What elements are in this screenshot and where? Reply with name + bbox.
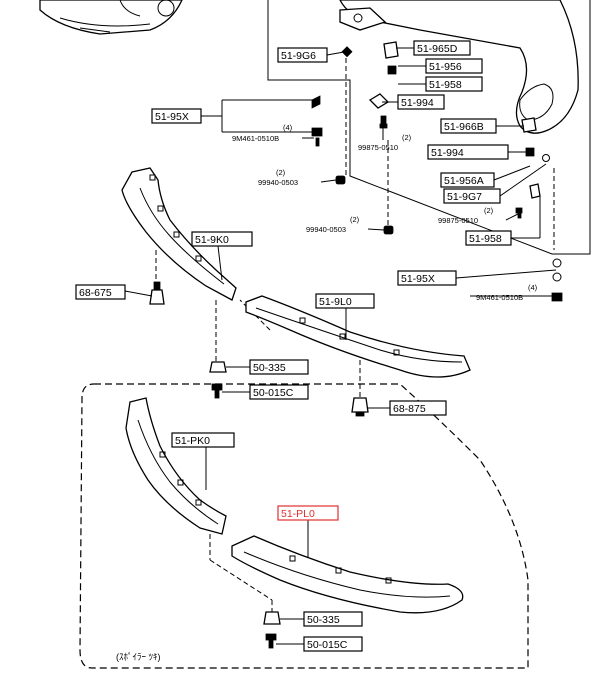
label-text: 51-958 [429,79,462,91]
spoiler-kit-note: (ｽﾎﾟｲﾗｰ ﾂｷ) [116,652,161,662]
spoiler-part-51-pl0 [231,535,464,614]
part-9m461-b: 9M461-0510B [476,293,523,302]
label-text: 51-958 [469,233,502,245]
label-68-875: 68-875 [389,400,447,416]
label-text: 51-PK0 [175,435,210,447]
label-51-994-b: 51-994 [427,144,509,160]
part-99940-b: 99940-0503 [306,225,346,234]
label-text: 51-9L0 [319,296,352,308]
label-51-9g6: 51-9G6 [277,47,328,63]
lip-part-51-9l0 [245,295,471,378]
label-text: 50-015C [307,639,348,651]
label-51-994-a: 51-994 [397,94,445,110]
spoiler-kit-frame [79,383,529,669]
quantity-2-a: (2) [402,133,412,142]
label-50-335-b: 50-335 [303,611,363,627]
quantity-2-d: (2) [350,215,360,224]
label-51-958-top: 51-958 [425,76,483,92]
inset-frame [267,0,591,255]
label-51-pk0: 51-PK0 [171,432,235,448]
quantity-2-c: (2) [484,206,494,215]
leader-lines-middle [124,245,390,409]
label-text: 51-95X [155,111,189,123]
label-50-335-a: 50-335 [249,359,309,375]
rear-spoiler-part [339,0,579,134]
label-51-956a: 51-956A [440,172,495,188]
label-51-965d: 51-965D [413,40,471,56]
label-text: 68-675 [79,287,112,299]
fasteners-top [311,41,563,302]
label-51-pl0-highlighted: 51-PL0 [277,505,339,521]
label-51-9l0: 51-9L0 [315,293,375,309]
label-50-015c-a: 50-015C [249,384,309,400]
label-51-9g7: 51-9G7 [443,188,501,204]
label-text: 51-9G7 [447,191,482,203]
spoiler-part-51-pk0 [125,397,227,535]
leader-lines-top [201,47,557,297]
label-text: 51-95X [401,273,435,285]
label-text: 50-015C [253,387,294,399]
part-99875-a: 99875-0510 [358,143,398,152]
label-51-958-b: 51-958 [465,230,512,246]
label-text: 51-9K0 [195,234,229,246]
leader-lines-bottom [205,446,309,645]
part-99875-b: 99875-0510 [438,216,478,225]
part-99940-a: 99940-0503 [258,178,298,187]
label-51-95x-b: 51-95X [397,270,457,286]
label-text: 51-956 [429,61,462,73]
quantity-4-a: (4) [283,123,293,132]
label-51-95x-a: 51-95X [151,108,202,124]
label-text: 68-875 [393,403,426,415]
lip-part-51-9k0 [121,167,237,301]
label-text: 51-994 [401,97,434,109]
label-text: 50-335 [307,614,340,626]
label-text: 51-9G6 [281,50,316,62]
label-51-9k0: 51-9K0 [191,231,253,247]
label-text: 51-956A [444,175,484,187]
label-51-966b: 51-966B [440,118,497,134]
part-9m461-a: 9M461-0510B [232,134,279,143]
label-text: 51-994 [431,147,464,159]
label-50-015c-b: 50-015C [303,636,363,652]
label-text: 51-965D [417,43,458,55]
label-51-956: 51-956 [425,58,483,74]
label-68-675: 68-675 [75,284,126,300]
fasteners-middle [149,281,369,417]
label-text: 50-335 [253,362,286,374]
quantity-4-b: (4) [528,283,538,292]
label-text: 51-966B [444,121,484,133]
label-text: 51-PL0 [281,508,315,520]
fasteners-bottom [263,611,281,649]
car-corner-illustration [39,0,183,35]
quantity-2-b: (2) [276,168,286,177]
